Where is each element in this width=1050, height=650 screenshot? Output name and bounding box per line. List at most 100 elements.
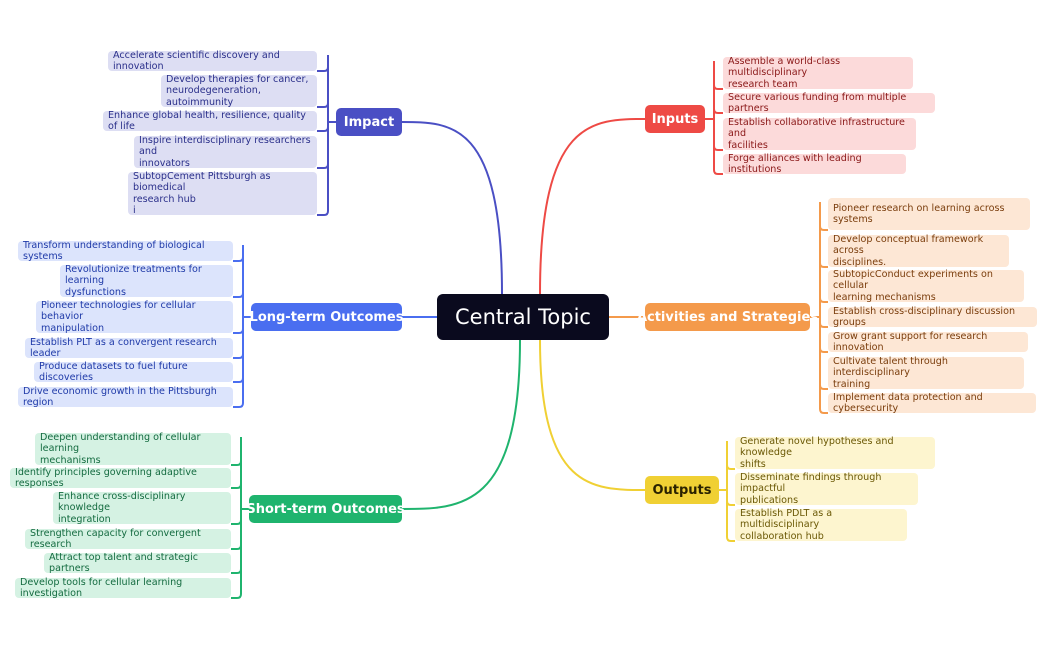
impact-leaf[interactable]: Accelerate scientific discovery and inno… <box>108 49 317 73</box>
shortterm-leaf-connector <box>231 544 242 550</box>
longterm-leaf-label: Pioneer technologies for cellular behavi… <box>41 299 196 334</box>
inputs-leaf-connector <box>713 169 723 175</box>
outputs-branch[interactable]: Outputs <box>645 476 719 504</box>
activities-leaf-connector <box>819 225 828 231</box>
shortterm-leaf-label: Develop tools for cellular learning inve… <box>20 576 183 600</box>
inputs-leaf[interactable]: Forge alliances with leading institution… <box>723 152 906 176</box>
activities-leaf[interactable]: Establish cross-disciplinary discussion … <box>828 305 1037 329</box>
shortterm-leaf-connector <box>231 519 242 525</box>
activities-leaf[interactable]: Develop conceptual framework across disc… <box>828 233 1009 268</box>
longterm-branch[interactable]: Long-term Outcomes <box>250 303 403 331</box>
activities-branch[interactable]: Activities and Strategies <box>637 303 818 331</box>
shortterm-leaf[interactable]: Strengthen capacity for convergent resea… <box>25 527 231 551</box>
shortterm-leaf[interactable]: Develop tools for cellular learning inve… <box>15 576 231 600</box>
outputs-leaf-label: Generate novel hypotheses and knowledge … <box>740 435 894 470</box>
longterm-leaf[interactable]: Transform understanding of biological sy… <box>18 239 233 263</box>
longterm-leaf[interactable]: Produce datasets to fuel future discover… <box>34 360 233 384</box>
impact-branch-connector <box>401 121 503 295</box>
longterm-leaf[interactable]: Revolutionize treatments for learning dy… <box>60 263 233 298</box>
activities-leaf-connector <box>819 297 828 303</box>
impact-leaf-connector <box>317 66 329 72</box>
shortterm-branch[interactable]: Short-term Outcomes <box>246 495 405 523</box>
outputs-leaf[interactable]: Generate novel hypotheses and knowledge … <box>735 435 935 470</box>
longterm-leaf-label: Drive economic growth in the Pittsburgh … <box>23 385 217 409</box>
longterm-leaf-label: Revolutionize treatments for learning dy… <box>65 263 202 298</box>
outputs-leaf[interactable]: Disseminate findings through impactful p… <box>735 471 918 506</box>
impact-leaf-connector <box>317 102 329 108</box>
impact-leaf-connector <box>317 126 329 132</box>
impact-leaf-label: Accelerate scientific discovery and inno… <box>113 49 280 73</box>
inputs-leaf[interactable]: Assemble a world-class multidisciplinary… <box>723 56 913 90</box>
activities-leaf[interactable]: Pioneer research on learning across syst… <box>828 198 1030 230</box>
impact-leaf-label: SubtopCement Pittsburgh as biomedical re… <box>133 170 271 217</box>
activities-leaf-connector <box>819 384 828 390</box>
inputs-branch[interactable]: Inputs <box>645 105 705 133</box>
activities-leaf-label: Establish cross-disciplinary discussion … <box>833 305 1016 329</box>
longterm-leaf-connector <box>233 402 244 408</box>
central-topic[interactable]: Central Topic <box>437 294 609 340</box>
activities-leaf[interactable]: SubtopicConduct experiments on cellular … <box>828 268 1024 303</box>
shortterm-leaf[interactable]: Attract top talent and strategic partner… <box>44 551 231 575</box>
longterm-leaf[interactable]: Establish PLT as a convergent research l… <box>25 336 233 360</box>
impact-leaf-connector <box>317 163 329 169</box>
longterm-leaf-connector <box>233 353 244 359</box>
shortterm-branch-connector <box>401 339 521 510</box>
longterm-leaf-label: Produce datasets to fuel future discover… <box>39 360 188 384</box>
impact-branch[interactable]: Impact <box>336 108 402 136</box>
outputs-leaf-connector <box>726 464 735 470</box>
shortterm-leaf-label: Strengthen capacity for convergent resea… <box>30 527 201 551</box>
inputs-leaf-label: Establish collaborative infrastructure a… <box>728 116 905 151</box>
shortterm-leaf-label: Enhance cross-disciplinary knowledge int… <box>58 490 186 525</box>
activities-leaf-label: Implement data protection and cybersecur… <box>833 391 983 415</box>
shortterm-leaf-connector <box>231 593 242 599</box>
activities-leaf[interactable]: Implement data protection and cybersecur… <box>828 391 1036 415</box>
longterm-leaf-connector <box>233 256 244 262</box>
activities-leaf[interactable]: Grow grant support for research innovati… <box>828 330 1028 354</box>
shortterm-leaf-connector <box>231 483 242 489</box>
longterm-leaf-connector <box>233 328 244 334</box>
shortterm-leaf[interactable]: Enhance cross-disciplinary knowledge int… <box>53 490 231 525</box>
shortterm-leaf-connector <box>231 460 242 466</box>
activities-leaf-label: Grow grant support for research innovati… <box>833 330 988 354</box>
longterm-leaf[interactable]: Pioneer technologies for cellular behavi… <box>36 299 233 334</box>
activities-leaf-connector <box>819 322 828 328</box>
impact-leaf-label: Inspire interdisciplinary researchers an… <box>139 134 311 169</box>
outputs-leaf-connector <box>726 536 735 542</box>
activities-leaf-connector <box>819 347 828 353</box>
outputs-branch-connector <box>539 339 646 491</box>
longterm-leaf-label: Establish PLT as a convergent research l… <box>30 336 217 360</box>
longterm-leaf-connector <box>233 292 244 298</box>
inputs-leaf-connector <box>713 145 723 151</box>
impact-leaf[interactable]: Enhance global health, resilience, quali… <box>103 109 317 133</box>
outputs-leaf-label: Disseminate findings through impactful p… <box>740 471 882 506</box>
inputs-leaf-label: Forge alliances with leading institution… <box>728 152 862 176</box>
activities-leaf-connector <box>819 262 828 268</box>
impact-leaf-label: Develop therapies for cancer, neurodegen… <box>166 73 309 108</box>
inputs-leaf-connector <box>713 84 723 90</box>
longterm-leaf-label: Transform understanding of biological sy… <box>23 239 205 263</box>
shortterm-leaf-label: Attract top talent and strategic partner… <box>49 551 199 575</box>
longterm-leaf-connector <box>233 377 244 383</box>
activities-leaf-label: Pioneer research on learning across syst… <box>833 202 1005 226</box>
impact-leaf[interactable]: Develop therapies for cancer, neurodegen… <box>161 73 317 108</box>
shortterm-leaf[interactable]: Identify principles governing adaptive r… <box>10 467 231 489</box>
inputs-leaf[interactable]: Secure various funding from multiple par… <box>723 92 935 114</box>
shortterm-leaf-connector <box>231 568 242 574</box>
outputs-leaf-label: Establish PDLT as a multidisciplinary co… <box>740 507 833 542</box>
longterm-leaf[interactable]: Drive economic growth in the Pittsburgh … <box>18 385 233 409</box>
activities-leaf-connector <box>819 408 828 414</box>
outputs-leaf[interactable]: Establish PDLT as a multidisciplinary co… <box>735 507 907 542</box>
activities-leaf-label: SubtopicConduct experiments on cellular … <box>833 268 993 303</box>
impact-leaf-label: Enhance global health, resilience, quali… <box>108 109 306 133</box>
inputs-branch-connector <box>539 118 646 295</box>
activities-leaf-label: Develop conceptual framework across disc… <box>833 233 984 268</box>
impact-leaf-connector <box>317 210 329 216</box>
outputs-leaf-connector <box>726 500 735 506</box>
inputs-leaf-connector <box>713 108 723 114</box>
activities-leaf-label: Cultivate talent through interdisciplina… <box>833 355 948 390</box>
shortterm-leaf[interactable]: Deepen understanding of cellular learnin… <box>35 432 231 466</box>
activities-leaf[interactable]: Cultivate talent through interdisciplina… <box>828 355 1024 390</box>
impact-leaf[interactable]: SubtopCement Pittsburgh as biomedical re… <box>128 170 317 217</box>
impact-leaf[interactable]: Inspire interdisciplinary researchers an… <box>134 134 317 169</box>
inputs-leaf[interactable]: Establish collaborative infrastructure a… <box>723 116 916 151</box>
